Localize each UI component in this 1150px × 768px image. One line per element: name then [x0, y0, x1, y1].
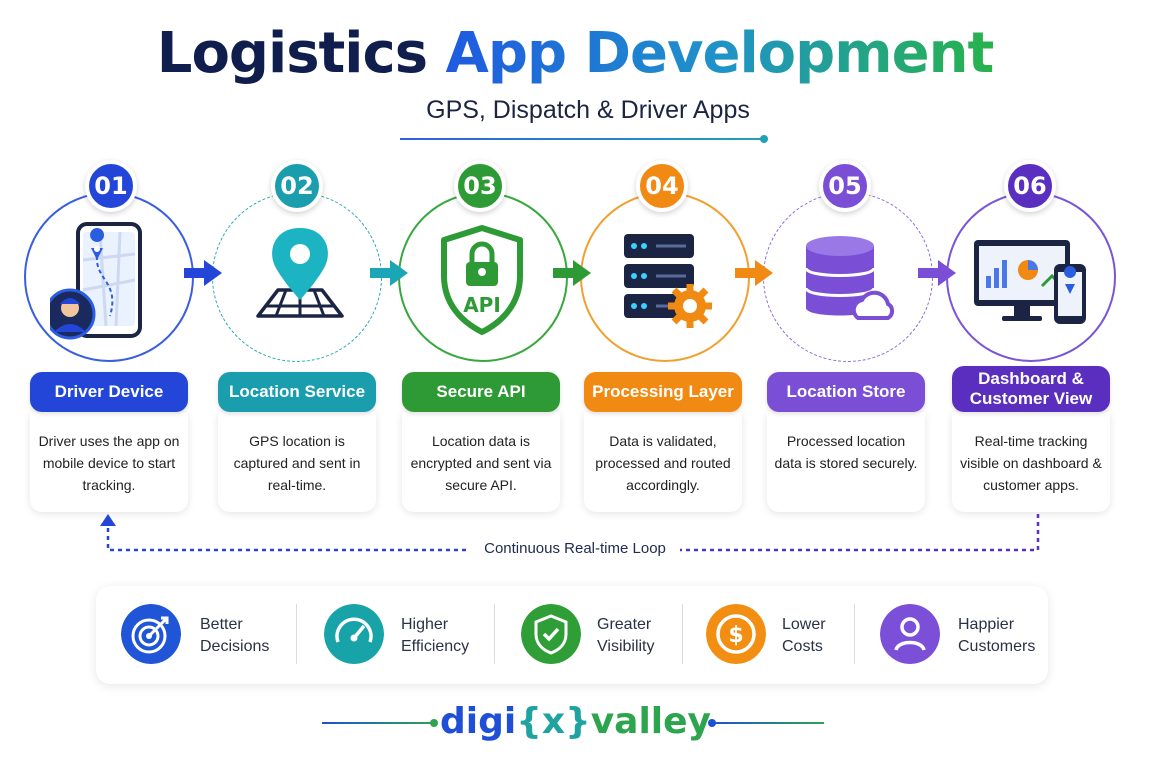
brand-part1: digi — [440, 701, 517, 742]
subtitle-underline — [400, 138, 764, 140]
flow-arrow-3-4 — [553, 260, 591, 286]
benefit-line1: Higher — [401, 616, 449, 633]
benefit-line2: Decisions — [200, 638, 270, 655]
step-06-label: Dashboard & Customer View — [952, 366, 1110, 412]
benefit-divider — [682, 604, 683, 664]
server-gear-icon — [624, 234, 712, 328]
step-04-badge: 04 — [636, 160, 688, 212]
benefit-line2: Visibility — [597, 638, 655, 655]
step-03-badge: 03 — [454, 160, 506, 212]
step-06-badge: 06 — [1004, 160, 1056, 212]
benefit-line1: Greater — [597, 616, 652, 633]
step-03-label: Secure API — [402, 372, 560, 412]
step-04-label: Processing Layer — [584, 372, 742, 412]
benefit-divider — [854, 604, 855, 664]
title-part1: Logistics — [156, 21, 428, 86]
user-icon — [880, 604, 940, 664]
flow-arrow-5-6 — [918, 260, 956, 286]
shield-check-icon — [521, 604, 581, 664]
page-title: Logistics App Development — [0, 22, 1150, 86]
target-icon — [121, 604, 181, 664]
benefit-line1: Happier — [958, 616, 1015, 633]
benefit-line1: Better — [200, 616, 243, 633]
brand-part3: valley — [590, 701, 712, 742]
step-06-description: Real-time tracking visible on dashboard … — [952, 412, 1110, 512]
step-05-description: Processed location data is stored secure… — [767, 412, 925, 512]
brand-logo: digi{x}valley — [440, 700, 712, 744]
flow-arrow-1-2 — [184, 260, 222, 286]
step-05-label: Location Store — [767, 372, 925, 412]
step-04-description: Data is validated, processed and routed … — [584, 412, 742, 512]
benefit-line1: Lower — [782, 616, 826, 633]
api-icon-text: API — [463, 293, 501, 317]
flow-arrow-4-5 — [735, 260, 773, 286]
benefit-line2: Efficiency — [401, 638, 470, 655]
footer-line-right — [712, 722, 824, 724]
map-pin-icon — [256, 228, 344, 318]
benefit-divider — [494, 604, 495, 664]
dollar-coin-icon: $ — [706, 604, 766, 664]
svg-text:$: $ — [728, 623, 743, 648]
footer-dot-left — [430, 719, 438, 727]
step-02-badge: 02 — [271, 160, 323, 212]
page-subtitle: GPS, Dispatch & Driver Apps — [426, 96, 750, 124]
step-01-label: Driver Device — [30, 372, 188, 412]
benefit-divider — [296, 604, 297, 664]
footer-line-left — [322, 722, 434, 724]
database-cloud-icon — [804, 236, 895, 320]
brand-part2: {x} — [516, 701, 591, 742]
flow-arrow-2-3 — [370, 260, 408, 286]
step-05-badge: 05 — [819, 160, 871, 212]
step-02-label: Location Service — [218, 372, 376, 412]
loop-label: Continuous Real-time Loop — [470, 540, 680, 557]
speedometer-icon — [324, 604, 384, 664]
step-03-description: Location data is encrypted and sent via … — [402, 412, 560, 512]
benefit-line2: Customers — [958, 638, 1036, 655]
subtitle-underline-dot — [760, 135, 768, 143]
title-part2: App Development — [445, 21, 995, 86]
step-02-description: GPS location is captured and sent in rea… — [218, 412, 376, 512]
smartphone-driver-icon — [50, 222, 142, 340]
benefit-line2: Costs — [782, 638, 823, 655]
monitor-phone-icon — [974, 240, 1086, 324]
step-01-description: Driver uses the app on mobile device to … — [30, 412, 188, 512]
step-01-badge: 01 — [85, 160, 137, 212]
shield-lock-icon: API — [441, 225, 523, 335]
loop-connector — [100, 514, 1040, 552]
